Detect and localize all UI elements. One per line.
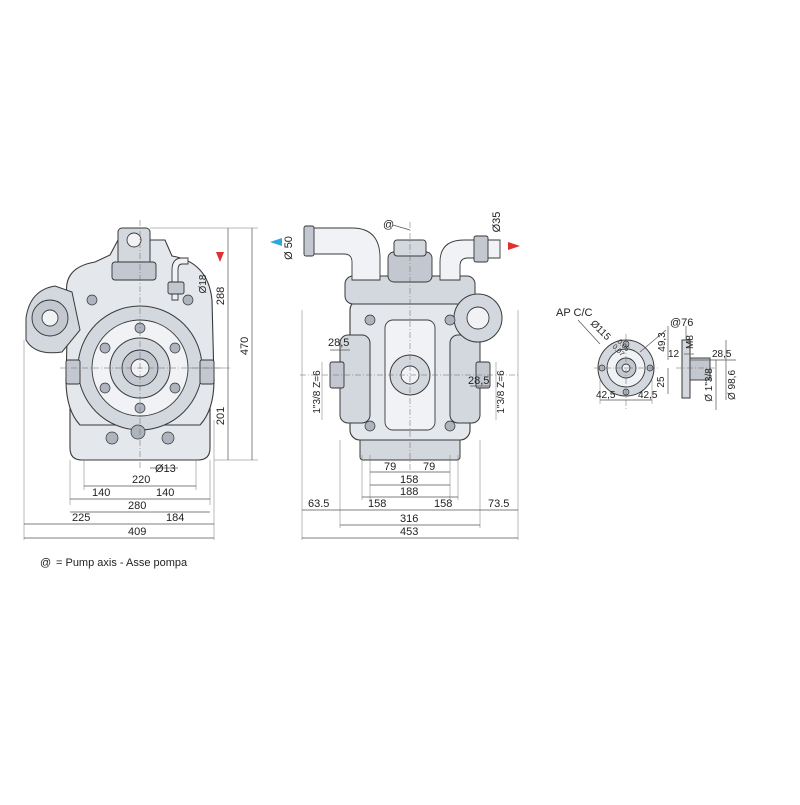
dim-316: 316: [400, 513, 418, 525]
dim-188: 188: [400, 486, 418, 498]
dim-158b: 158: [434, 498, 452, 510]
dim-225: 225: [72, 512, 90, 524]
dim-453: 453: [400, 526, 418, 538]
front-outlet-arrow-icon: [216, 252, 224, 262]
dim-28-5-right: 28,5: [468, 375, 489, 387]
axis-marker: @: [383, 219, 394, 231]
dim-79b: 79: [423, 461, 435, 473]
dim-158: 158: [400, 474, 418, 486]
dim-73-5: 73.5: [488, 498, 509, 510]
dim-140b: 140: [156, 487, 174, 499]
flange-view: AP C/C Ø115 0.05 0.07 @76 49,3 M8 12 25 …: [556, 307, 738, 410]
dim-288: 288: [215, 287, 227, 305]
dim-140a: 140: [92, 487, 110, 499]
dim-409: 409: [128, 526, 146, 538]
dim-12: 12: [668, 349, 680, 360]
dim-m8: M8: [685, 335, 696, 349]
dim-d13: Ø13: [155, 463, 176, 475]
dim-d115: Ø115: [588, 318, 613, 343]
dim-d98-6: Ø 98,6: [727, 370, 738, 400]
legend-text: = Pump axis - Asse pompa: [56, 557, 188, 569]
shaft-right-label: 1"3/8 Z=6: [496, 370, 507, 414]
dim-79a: 79: [384, 461, 396, 473]
dim-49-3: 49,3: [657, 332, 668, 352]
dim-25: 25: [656, 376, 667, 388]
front-dimensions: 288 201 470 Ø18 Ø13 220 140 140 280 225 …: [23, 227, 258, 540]
shaft-left-label: 1"3/8 Z=6: [312, 370, 323, 414]
front-bolts: [86, 294, 194, 445]
side-dimensions: @ Ø 50 Ø35 28,5 28,5 1"3/8 Z=6 1"3/8 Z=6…: [283, 212, 519, 540]
dim-158a: 158: [368, 498, 386, 510]
inlet-arrow-icon: [270, 238, 282, 246]
dim-184: 184: [166, 512, 184, 524]
dim-d76: @76: [670, 317, 693, 329]
dim-201: 201: [215, 407, 227, 425]
dim-280: 280: [128, 500, 146, 512]
dim-63-5: 63.5: [308, 498, 329, 510]
front-view: [25, 220, 225, 470]
dim-42-5b: 42,5: [638, 390, 658, 401]
dim-28-5-flange: 28,5: [712, 349, 732, 360]
dim-470: 470: [239, 337, 251, 355]
dim-28-5-left: 28,5: [328, 337, 349, 349]
dim-42-5a: 42,5: [596, 390, 616, 401]
dim-shaft-flange: Ø 1"3/8: [704, 368, 715, 402]
outlet-arrow-icon: [508, 242, 520, 250]
dim-220: 220: [132, 474, 150, 486]
dim-d18: Ø18: [198, 274, 209, 293]
dim-d35: Ø35: [491, 212, 503, 233]
side-view: [300, 222, 520, 470]
dim-d50: Ø 50: [283, 236, 295, 260]
flange-title: AP C/C: [556, 307, 593, 319]
legend: @ = Pump axis - Asse pompa: [40, 557, 188, 569]
legend-symbol: @: [40, 557, 51, 569]
